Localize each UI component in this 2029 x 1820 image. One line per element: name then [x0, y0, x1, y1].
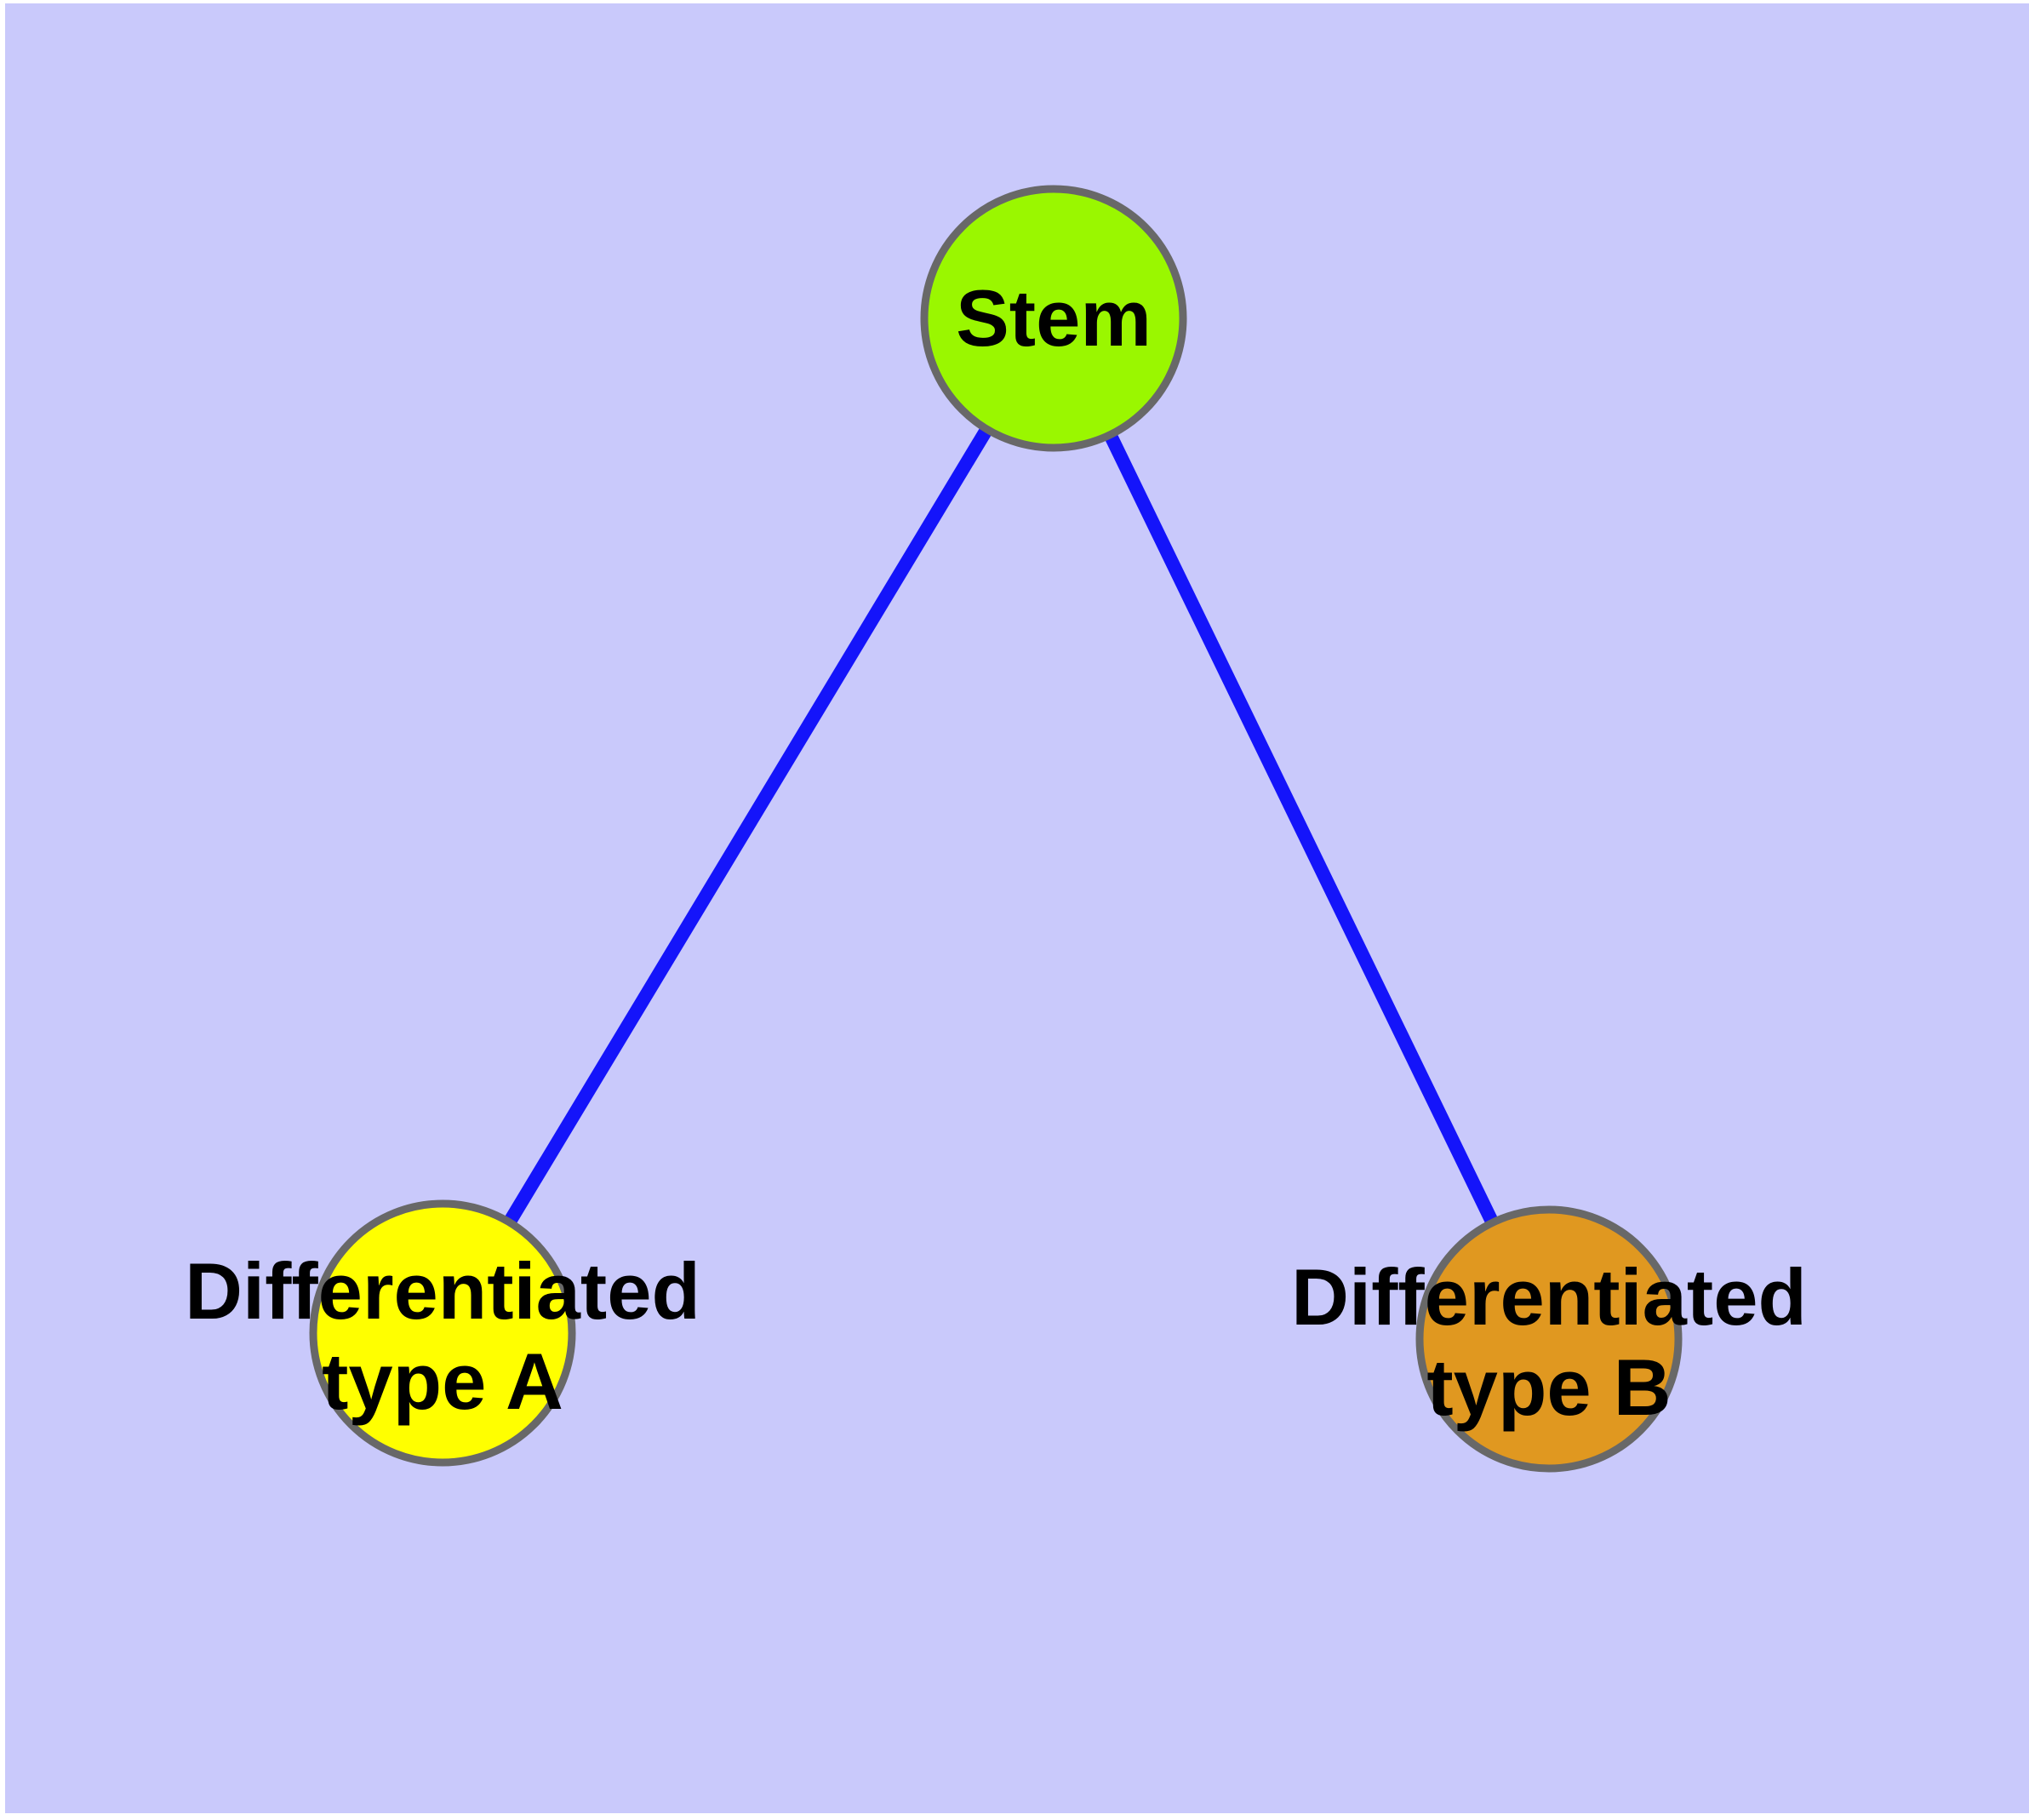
- node-type-a-label-line1: Differentiated: [185, 1246, 700, 1336]
- node-stem-circle: [920, 185, 1187, 452]
- node-type-a-label-line2: type A: [322, 1336, 563, 1426]
- node-stem-label: Stem: [956, 273, 1152, 363]
- node-type-a-circle: [309, 1199, 576, 1467]
- edges: [437, 314, 1556, 1342]
- node-type-b-label-line1: Differentiated: [1291, 1252, 1807, 1342]
- node-stem: Stem: [920, 185, 1187, 452]
- edge-stem-to-type-a: [437, 314, 1060, 1337]
- edge-stem-to-type-b: [1047, 315, 1556, 1342]
- node-differentiated-type-b: Differentiated type B: [1291, 1205, 1807, 1473]
- node-type-b-circle: [1415, 1205, 1683, 1473]
- node-type-b-label-line2: type B: [1426, 1342, 1671, 1432]
- node-differentiated-type-a: Differentiated type A: [185, 1199, 700, 1467]
